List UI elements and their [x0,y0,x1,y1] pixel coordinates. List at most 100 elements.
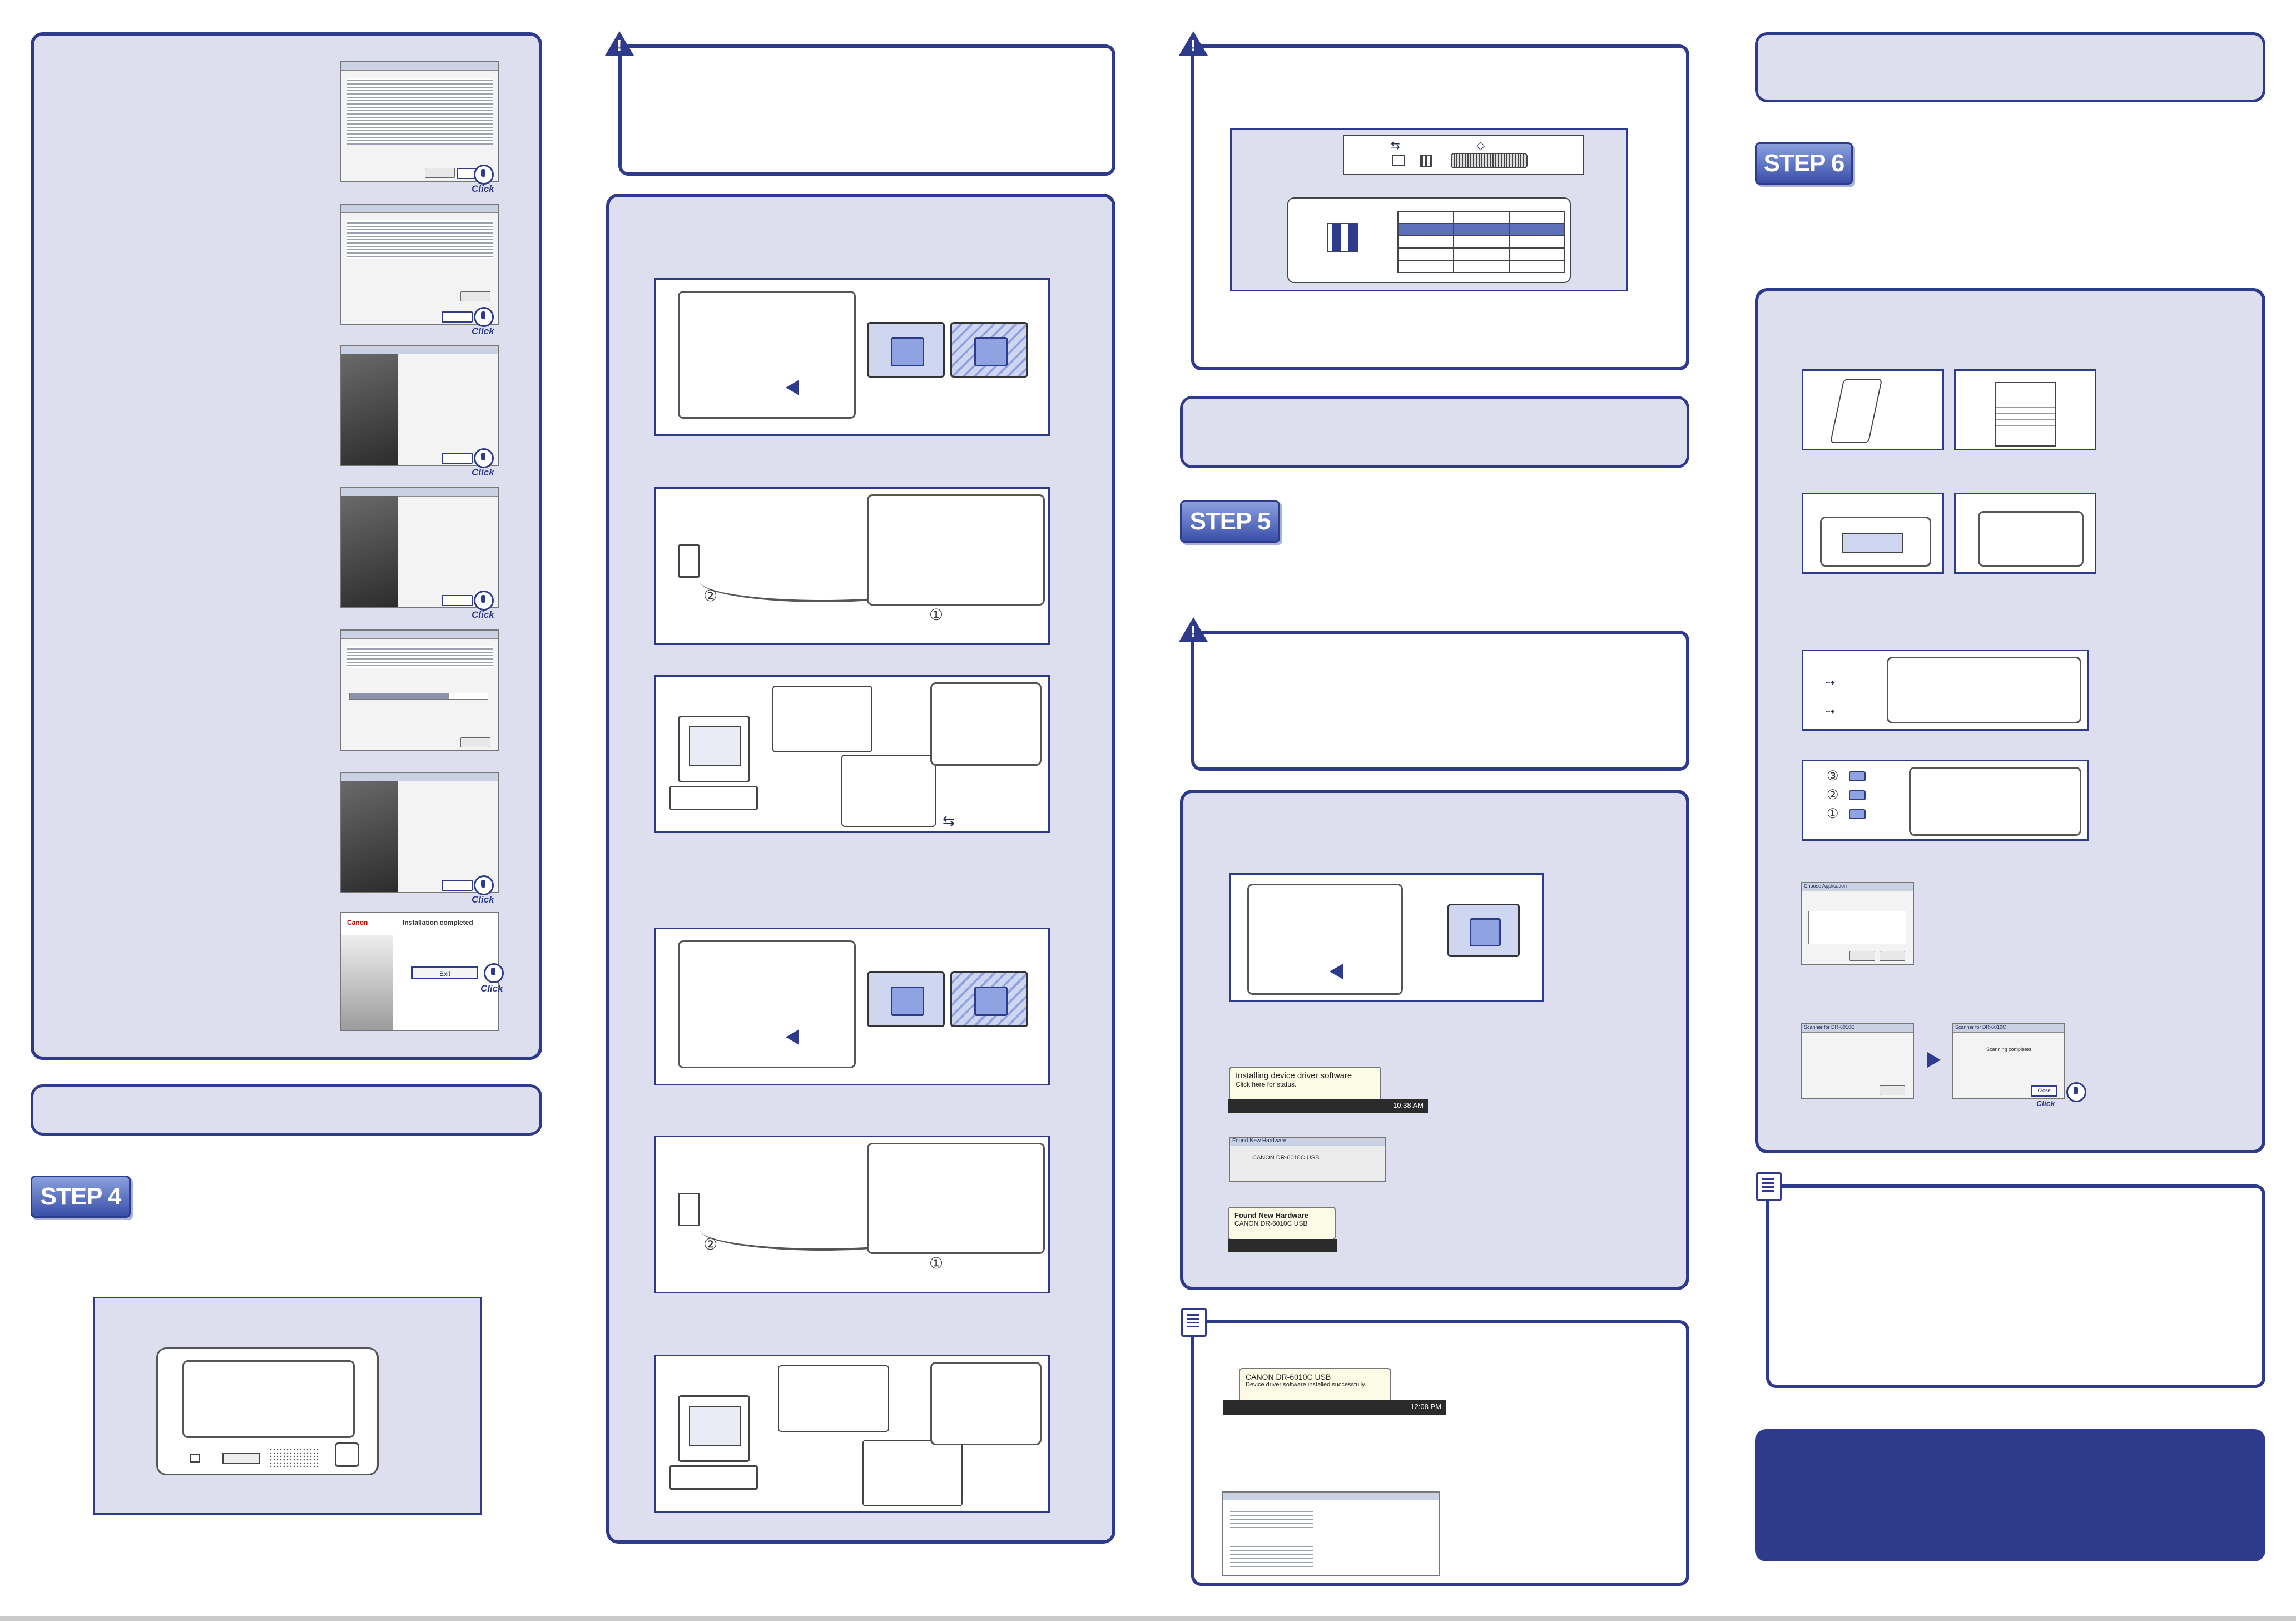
feed-icon-2: ⇢ [1826,706,1835,718]
dialog-driver-welcome [340,487,499,608]
usb-port [190,1454,200,1463]
scanner-rear-figure [93,1297,482,1515]
figure-job-buttons: ③ ② ① [1802,760,2089,841]
scanner-rear-illustration [930,1362,1042,1445]
dialog-scanning: Scanner for DR-6010C [1801,1023,1914,1099]
note-rule [1811,1184,1843,1187]
taskbar: 12:08 PM [1223,1400,1446,1415]
dialog-title-bar: Scanner for DR-6010C [1802,1024,1913,1033]
click-label: Click [472,467,494,478]
balloon-subtitle: Device driver software installed success… [1246,1381,1366,1388]
dialog-cancel-button[interactable] [460,737,490,747]
callout-1: ① [929,1255,944,1272]
dialog-text [347,78,493,145]
dialog-title-bar [341,773,498,781]
balloon-title: CANON DR-6010C USB [1246,1372,1331,1381]
dialog-title-bar [341,346,498,354]
dialog-text [347,646,493,668]
job-button-1 [1849,809,1866,819]
computer-base [669,1465,758,1490]
window-title-bar [1223,1493,1439,1500]
dialog-progress-bar [349,693,488,700]
power-switch-on [1447,904,1520,957]
dialog-banner-image [341,354,398,465]
dip-switch [1420,155,1432,167]
dialog-finish-button[interactable] [442,880,473,891]
dialog-title-bar [341,631,498,639]
caution-box-top [618,44,1115,176]
dialog-message: Scanning completes [1986,1047,2032,1052]
dialog-next-button[interactable] [442,595,473,606]
feed-icon-1: ⇢ [1826,677,1835,689]
note-rule [1236,1320,1269,1322]
scsi-port [1451,153,1528,168]
found-hardware-popup: Found New Hardware CANON DR-6010C USB [1229,1137,1386,1182]
scanner-rear-illustration [156,1347,379,1475]
table-row [1397,235,1565,249]
computer-illustration [678,716,750,782]
figure-power-on [1229,873,1544,1002]
figure-load-tray [1802,493,1944,574]
usb-plug-detail-1 [772,686,872,752]
figure-power-off-1 [654,278,1050,436]
pointer-click-icon [484,963,504,983]
dialog-choose-application: Choose Application [1801,882,1914,965]
scanner-rear-illustration [867,494,1045,606]
computer-base [669,786,758,810]
power-cord [700,1209,945,1251]
scanner-top-illustration [1887,657,2081,723]
dialog-installation-completed: Canon Installation completed Exit [340,912,499,1031]
dialog-license-agreement [340,61,499,182]
wall-outlet [678,1193,700,1226]
canon-logo: Canon [347,919,368,926]
caution-rule [1236,631,1275,633]
click-label: Click [472,609,494,620]
dialog-cancel-button[interactable] [1880,951,1905,961]
dialog-finish-button[interactable] [442,453,473,464]
job-button-3 [1849,771,1866,781]
balloon-title: Found New Hardware [1234,1211,1308,1220]
warning-icon: ! [605,31,634,56]
taskbar-installed: CANON DR-6010C USB Device driver softwar… [1223,1368,1446,1415]
figure-align-documents [1954,369,2096,450]
dip-switch-icon [1327,223,1358,252]
dialog-destination-location [340,204,499,325]
dialog-wizard-complete [340,345,499,466]
dialog-next-button[interactable] [442,311,473,323]
callout-2: ② [703,587,718,604]
usb-icon: ⇆ [1391,140,1400,152]
balloon-subtitle: Click here for status. [1236,1080,1297,1088]
dialog-ok-button[interactable] [1849,951,1875,961]
dialog-close-button[interactable]: Close [2031,1085,2057,1097]
note-box-bottom [1766,1184,2265,1388]
dialog-banner-image [341,781,398,892]
usb-plug-detail-2 [841,755,936,827]
scanner-rear-illustration [867,1143,1045,1254]
figure-scsi-connection [654,1355,1050,1513]
closing-banner [1755,1429,2265,1561]
scanner-rear-panel [182,1360,355,1438]
balloon-subtitle: CANON DR-6010C USB [1234,1220,1308,1227]
pointer-click-icon [474,165,494,185]
warning-icon: ! [1179,617,1208,642]
scanner-side-illustration [678,940,856,1068]
popup-title-bar: Found New Hardware [1230,1138,1385,1146]
dialog-progress-fill [350,693,449,699]
note-icon [1756,1172,1782,1201]
dialog-exit-button[interactable]: Exit [411,966,478,979]
pointer-click-icon [2066,1082,2086,1102]
info-bar [1180,396,1689,468]
table-row [1397,260,1565,273]
dialog-driver-complete [340,772,499,893]
dialog-cancel-button[interactable] [1880,1085,1905,1095]
figure-power-off-2 [654,928,1050,1085]
figure-usb-connection: ⇆ [654,675,1050,833]
table-row [1397,223,1565,236]
power-switch-off [950,971,1028,1027]
caution-box-power-on [1191,631,1689,771]
figure-power-cord-2: ② ① [654,1136,1050,1293]
dialog-setup-status [340,629,499,751]
computer-illustration [678,1395,750,1462]
dialog-browse-button[interactable] [460,291,490,301]
dialog-back-button[interactable] [425,168,455,178]
